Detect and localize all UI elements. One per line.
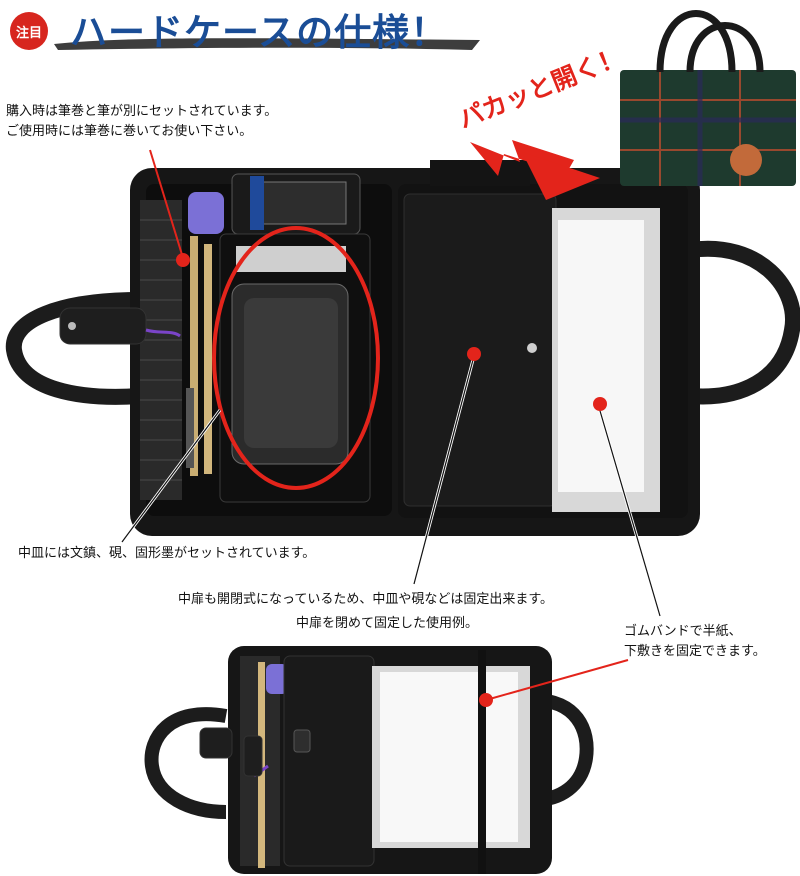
page-title: ハードケースの仕様！ — [70, 11, 449, 54]
attention-badge: 注目 — [10, 12, 48, 50]
caption-brush-roll-2: ご使用時には筆巻に巻いてお使い下さい。 — [6, 124, 253, 139]
caption-band-1: ゴムバンドで半紙、 — [624, 624, 742, 639]
caption-tray: 中皿には文鎮、硯、固形墨がセットされています。 — [18, 546, 316, 561]
brush-stroke-decoration — [54, 38, 480, 50]
caption-inner-door: 中扉も開閉式になっているため、中皿や硯などは固定出来ます。 — [178, 592, 554, 607]
caption-closed-example: 中扉を閉めて固定した使用例。 — [296, 616, 479, 631]
caption-brush-roll-1: 購入時は筆巻と筆が別にセットされています。 — [6, 104, 278, 119]
caption-band-2: 下敷きを固定できます。 — [624, 644, 766, 659]
